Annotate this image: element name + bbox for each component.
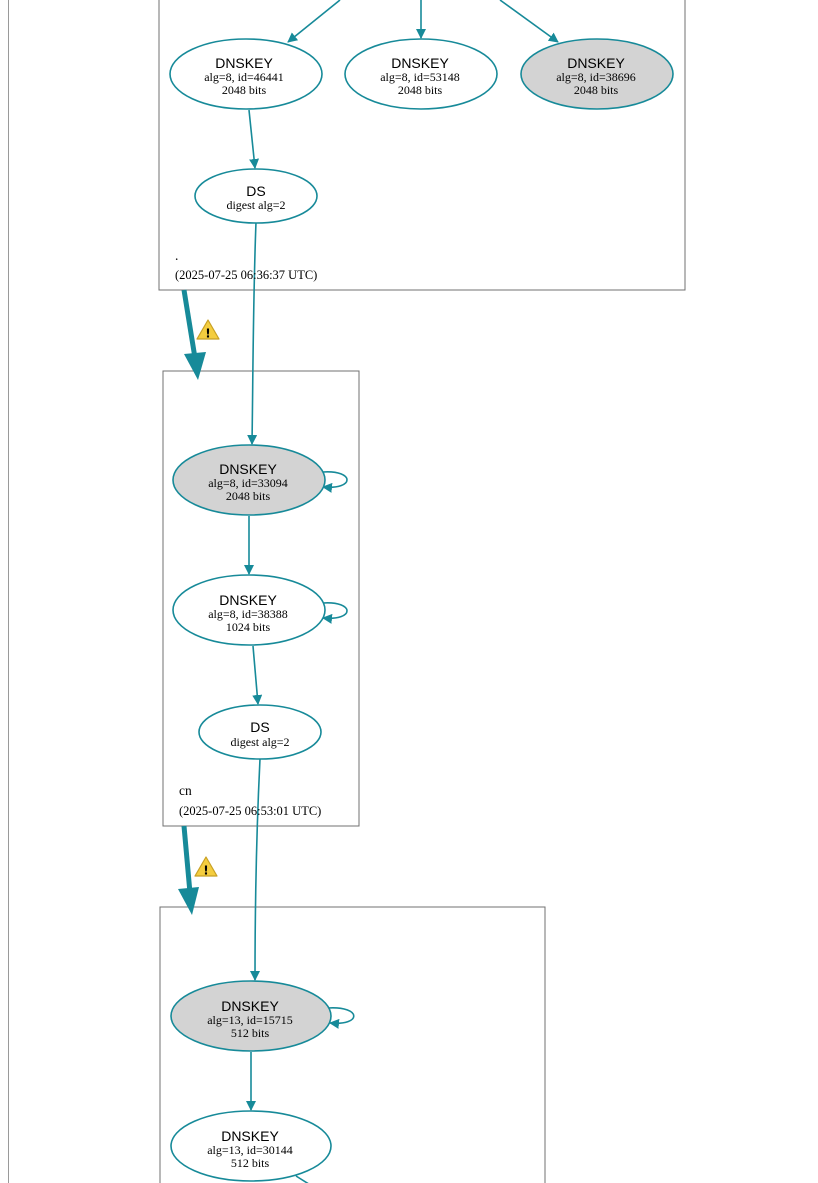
dnskey-node-53148[interactable]: DNSKEY alg=8, id=53148 2048 bits: [344, 38, 498, 110]
dnskey-node-15715[interactable]: DNSKEY alg=13, id=15715 512 bits: [170, 980, 332, 1052]
delegation-cn-to-child-head: [178, 887, 199, 915]
zone-cn-box: [162, 370, 360, 827]
svg-text:1024 bits: 1024 bits: [226, 620, 271, 634]
delegation-root-to-cn-head: [184, 352, 206, 380]
zone-child-box: [159, 906, 546, 1183]
svg-text:DS: DS: [246, 183, 265, 199]
dnskey-node-38696[interactable]: DNSKEY alg=8, id=38696 2048 bits: [520, 38, 674, 110]
svg-text:DS: DS: [250, 719, 269, 735]
edge-38388-to-ds: [252, 645, 263, 705]
svg-text:512 bits: 512 bits: [231, 1026, 270, 1040]
svg-text:2048 bits: 2048 bits: [222, 83, 267, 97]
delegation-cn-to-child: [181, 825, 193, 894]
edge-38388-self: [322, 602, 348, 624]
svg-text:!: !: [203, 864, 208, 878]
svg-text:2048 bits: 2048 bits: [226, 489, 271, 503]
svg-text:DNSKEY: DNSKEY: [567, 55, 625, 71]
svg-text:digest alg=2: digest alg=2: [226, 198, 285, 212]
edge-cn-ds-to-15715: [250, 758, 261, 981]
svg-text:DNSKEY: DNSKEY: [391, 55, 449, 71]
edge-15715-self: [327, 1007, 355, 1029]
delegation-root-to-cn: [181, 289, 198, 359]
svg-text:2048 bits: 2048 bits: [574, 83, 619, 97]
svg-text:DNSKEY: DNSKEY: [221, 998, 279, 1014]
svg-text:alg=13, id=15715: alg=13, id=15715: [207, 1013, 293, 1027]
edge-into-38696: [499, 0, 559, 43]
svg-text:2048 bits: 2048 bits: [398, 83, 443, 97]
svg-text:DNSKEY: DNSKEY: [215, 55, 273, 71]
edge-46441-to-ds: [248, 109, 260, 169]
dnskey-node-30144[interactable]: DNSKEY alg=13, id=30144 512 bits: [170, 1110, 332, 1182]
svg-text:512 bits: 512 bits: [231, 1156, 270, 1170]
left-border-rule: [8, 0, 9, 1183]
zone-root-box: [158, 0, 686, 291]
dnskey-node-38388[interactable]: DNSKEY alg=8, id=38388 1024 bits: [172, 574, 326, 646]
svg-text:alg=8, id=46441: alg=8, id=46441: [204, 70, 284, 84]
ds-node-root[interactable]: DS digest alg=2: [194, 168, 318, 224]
svg-text:alg=13, id=30144: alg=13, id=30144: [207, 1143, 293, 1157]
edge-root-ds-to-33094: [247, 221, 258, 445]
svg-text:alg=8, id=33094: alg=8, id=33094: [208, 476, 288, 490]
svg-text:DNSKEY: DNSKEY: [221, 1128, 279, 1144]
warning-icon[interactable]: !: [196, 319, 220, 341]
edge-30144-out: [295, 1175, 309, 1183]
svg-text:digest alg=2: digest alg=2: [230, 735, 289, 749]
zone-root-name: .: [175, 248, 178, 263]
edge-33094-self: [322, 471, 348, 493]
zone-cn-timestamp: (2025-07-25 06:53:01 UTC): [179, 804, 321, 818]
svg-text:DNSKEY: DNSKEY: [219, 461, 277, 477]
edges: [244, 0, 559, 1183]
edge-into-46441: [287, 0, 341, 43]
dnskey-node-46441[interactable]: DNSKEY alg=8, id=46441 2048 bits: [169, 38, 323, 110]
zone-cn-name: cn: [179, 783, 192, 798]
svg-text:alg=8, id=53148: alg=8, id=53148: [380, 70, 460, 84]
svg-text:DNSKEY: DNSKEY: [219, 592, 277, 608]
svg-text:!: !: [205, 327, 210, 341]
warning-icon[interactable]: !: [194, 856, 218, 878]
svg-text:alg=8, id=38696: alg=8, id=38696: [556, 70, 636, 84]
zone-root-timestamp: (2025-07-25 06:36:37 UTC): [175, 268, 317, 282]
svg-text:alg=8, id=38388: alg=8, id=38388: [208, 607, 288, 621]
dnskey-node-33094[interactable]: DNSKEY alg=8, id=33094 2048 bits: [172, 444, 326, 516]
ds-node-cn[interactable]: DS digest alg=2: [198, 704, 322, 760]
